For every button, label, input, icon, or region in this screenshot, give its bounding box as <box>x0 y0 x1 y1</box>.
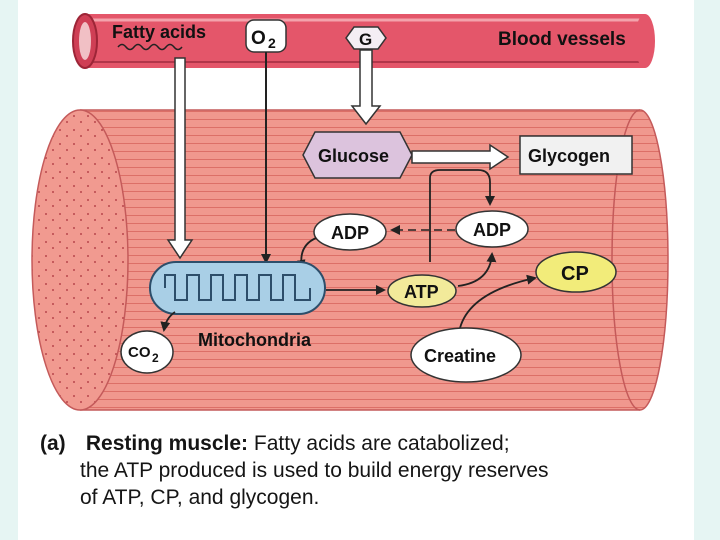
fatty-acid-arrow <box>166 57 194 260</box>
caption-line-2: the ATP produced is used to build energy… <box>80 459 549 482</box>
adp-right-label: ADP <box>473 220 511 240</box>
mitochondrion-outer-membrane <box>149 261 326 315</box>
figure-caption: (a) Resting muscle: Fatty acids are cata… <box>40 430 690 511</box>
caption-title: Resting muscle: <box>85 432 249 455</box>
cp-node: CP <box>535 251 617 293</box>
caption-line-3: of ATP, CP, and glycogen. <box>80 486 320 509</box>
mitochondrion-cristae <box>164 274 311 301</box>
glucose-label: Glucose <box>318 146 389 166</box>
glucose-molecule-tag: G <box>345 26 387 50</box>
oxygen-label: O <box>251 28 266 49</box>
atp-label: ATP <box>404 282 439 302</box>
glucose-tag-label: G <box>359 30 372 49</box>
glucose-box <box>302 131 413 179</box>
oxygen-subscript: 2 <box>268 35 276 51</box>
co2-subscript: 2 <box>152 351 159 365</box>
glycogen-node: Glycogen <box>519 135 633 175</box>
glycogen-label: Glycogen <box>528 146 610 166</box>
oxygen-tag: O 2 <box>245 19 287 53</box>
caption-tag: (a) <box>40 432 66 455</box>
creatine-label: Creatine <box>424 346 496 366</box>
atp-node: ATP <box>387 274 457 308</box>
cp-label: CP <box>561 263 589 285</box>
adp-left-node: ADP <box>313 213 387 251</box>
caption-line-1: (a) Resting muscle: Fatty acids are cata… <box>40 430 690 457</box>
muscle-fiber-cross-section <box>31 109 129 411</box>
atp-to-adp-arrow <box>457 252 497 287</box>
fatty-acid-chain-icon <box>117 43 183 51</box>
adp-left-label: ADP <box>331 223 369 243</box>
glycolysis-arrow <box>429 169 495 262</box>
fatty-acids-label: Fatty acids <box>112 22 206 42</box>
creatine-node: Creatine <box>410 327 522 383</box>
adp-right-node: ADP <box>455 210 529 248</box>
glycogen-box <box>519 135 633 175</box>
co2-release-arrow <box>160 311 176 332</box>
mitochondrion <box>149 261 326 315</box>
caption-line1-rest: Fatty acids are catabolized; <box>253 432 510 455</box>
co2-label: CO <box>128 344 151 361</box>
glucose-to-glycogen-arrow <box>411 143 510 171</box>
creatine-to-cp-arrow <box>459 274 537 329</box>
co2-node: CO 2 <box>120 330 174 374</box>
mitochondria-label: Mitochondria <box>198 330 312 350</box>
hexagon-icon <box>345 26 387 50</box>
glucose-node: Glucose <box>302 131 413 179</box>
blood-vessels-label: Blood vessels <box>498 29 626 50</box>
glucose-uptake-arrow <box>350 49 382 126</box>
